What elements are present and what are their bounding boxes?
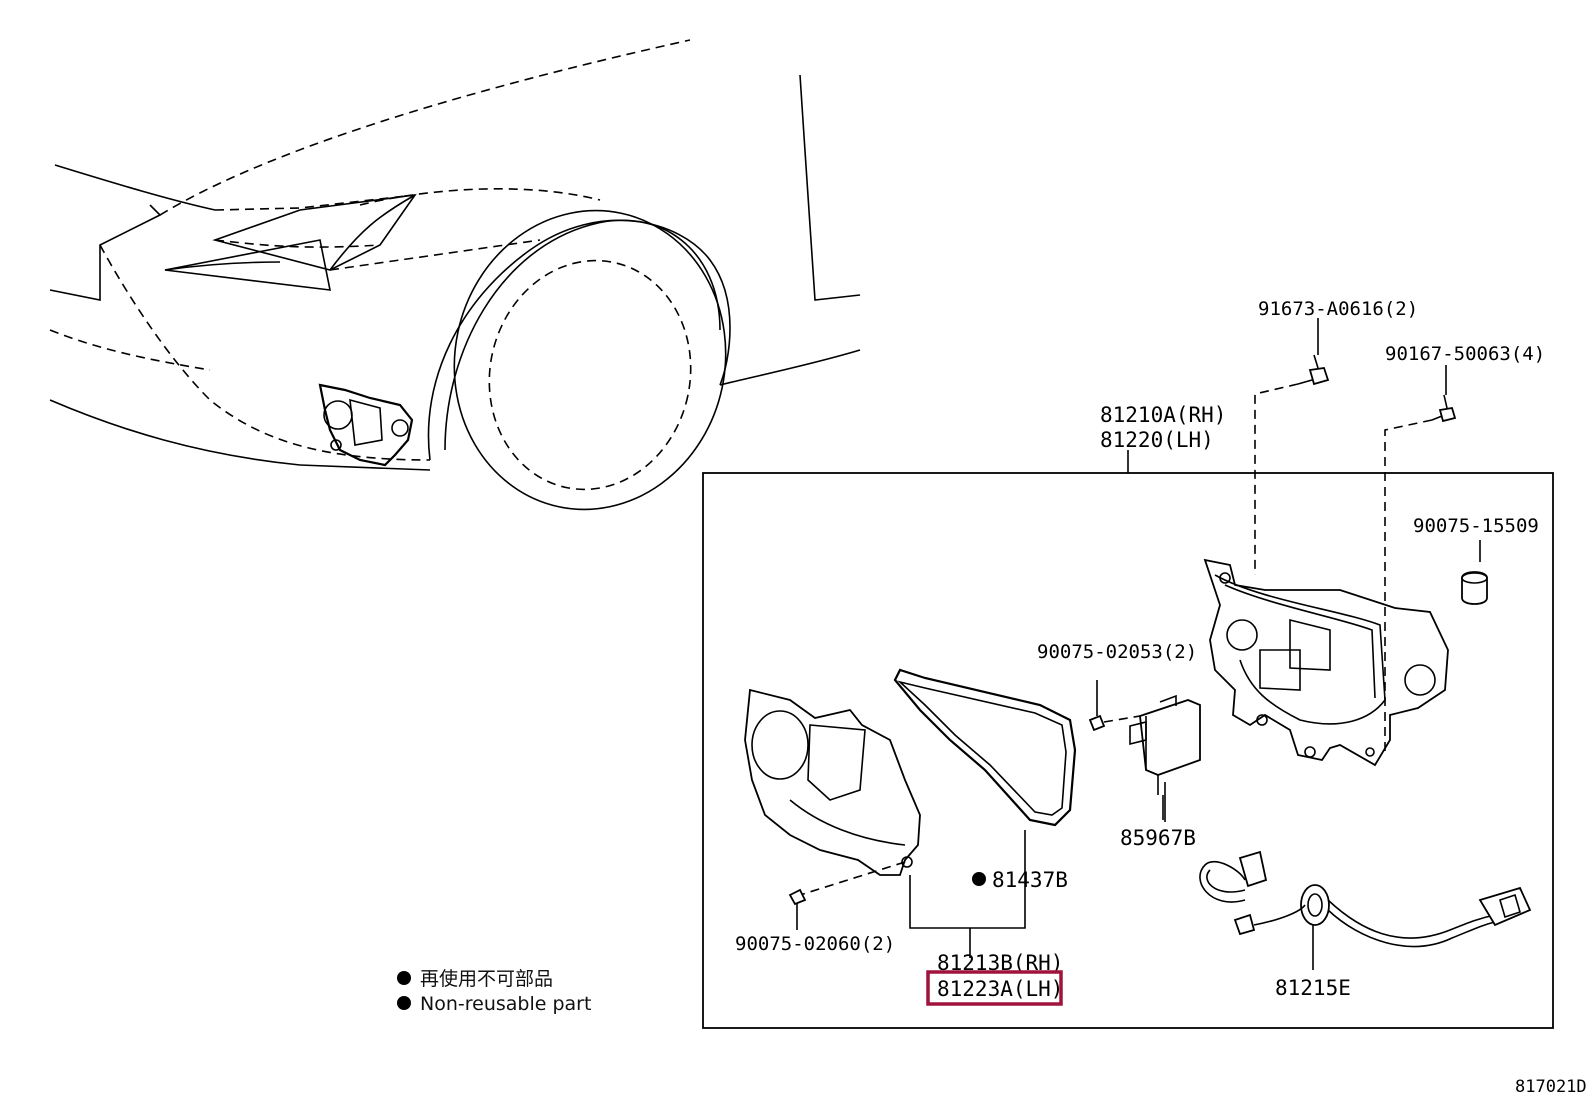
fog-lamp-housing [1203,558,1449,767]
legend-bullet-jp [397,971,411,985]
gasket [893,668,1077,827]
label-screw-mid[interactable]: 90075-02053(2) [1037,641,1197,663]
label-cap[interactable]: 90075-15509 [1413,515,1539,537]
highlight-box [926,970,1063,1006]
cap-icon [1461,571,1488,605]
screw-mid-icon [1088,680,1106,732]
label-module[interactable]: 85967B [1120,826,1196,850]
wheel [427,209,731,511]
label-gasket[interactable]: 81437B [992,868,1068,892]
non-reusable-marker [972,872,986,886]
legend-text-jp: 再使用不可部品 [420,968,553,990]
screw-bottom-left-icon [788,888,807,930]
legend-bullet-en [397,996,411,1010]
module-icon [1129,694,1201,795]
screw-top-right-icon [1431,394,1457,423]
label-assembly-lh[interactable]: 81220(LH) [1100,428,1214,452]
label-lens-lh[interactable]: 81223A(LH) [937,977,1063,1001]
fog-lamp-lens [744,688,921,876]
legend: 再使用不可部品 Non-reusable part [397,968,591,1015]
label-assembly-rh[interactable]: 81210A(RH) [1100,403,1226,427]
diagram-ref-number: 817021D [1515,1077,1587,1097]
fog-lamp-location-sketch [318,383,414,467]
label-screw-bottom-left[interactable]: 90075-02060(2) [735,933,895,955]
bolt-top-icon [1297,354,1330,386]
car-body-outline [49,39,861,471]
wire-harness [1199,850,1532,948]
label-harness[interactable]: 81215E [1275,976,1351,1000]
legend-text-en: Non-reusable part [420,993,591,1015]
label-screw-top-right[interactable]: 90167-50063(4) [1385,343,1545,365]
label-bolt-top[interactable]: 91673-A0616(2) [1258,298,1418,320]
